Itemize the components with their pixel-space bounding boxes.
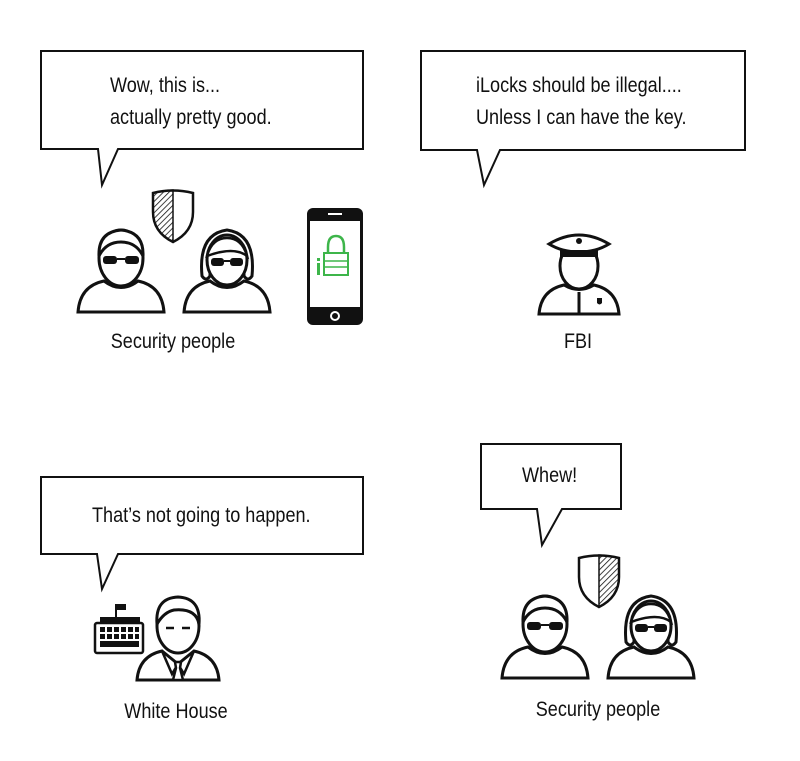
woman-with-glasses-icon [606, 592, 696, 685]
woman-with-glasses-icon [182, 226, 272, 319]
man-with-glasses-icon [500, 592, 590, 685]
speech-bubble-fbi: iLocks should be illegal.... Unless I ca… [420, 50, 746, 189]
caption-security-people: Security people [110, 330, 236, 353]
bubble-text: Wow, this is... actually pretty good. [110, 70, 272, 134]
speech-bubble-outline [40, 50, 364, 189]
bubble-line-1: That’s not going to happen. [92, 504, 311, 527]
phone-lock-icon [306, 207, 364, 332]
caption-white-house: White House [124, 700, 228, 723]
bubble-text: That’s not going to happen. [92, 500, 311, 532]
speech-bubble-security-1: Wow, this is... actually pretty good. [40, 50, 364, 189]
police-officer-icon [536, 228, 622, 321]
speech-bubble-outline [40, 476, 364, 593]
bubble-text: Whew! [522, 460, 577, 492]
shield-icon [576, 553, 622, 614]
man-with-glasses-icon [76, 226, 166, 319]
bubble-line-1: iLocks should be illegal.... [476, 74, 682, 97]
bubble-line-1: Wow, this is... [110, 74, 221, 97]
typewriter-icon [93, 603, 145, 660]
shield-icon [150, 188, 196, 249]
caption-security-people: Security people [535, 698, 661, 721]
speech-bubble-white-house: That’s not going to happen. [40, 476, 364, 593]
bubble-line-2: actually pretty good. [110, 106, 272, 129]
man-with-tie-icon [134, 594, 222, 687]
speech-bubble-security-2: Whew! [480, 443, 622, 549]
bubble-line-2: Unless I can have the key. [476, 106, 687, 129]
speech-bubble-outline [420, 50, 746, 189]
caption-fbi: FBI [563, 330, 593, 353]
speech-bubble-outline [480, 443, 622, 549]
bubble-line-1: Whew! [522, 464, 578, 487]
bubble-text: iLocks should be illegal.... Unless I ca… [476, 70, 686, 134]
